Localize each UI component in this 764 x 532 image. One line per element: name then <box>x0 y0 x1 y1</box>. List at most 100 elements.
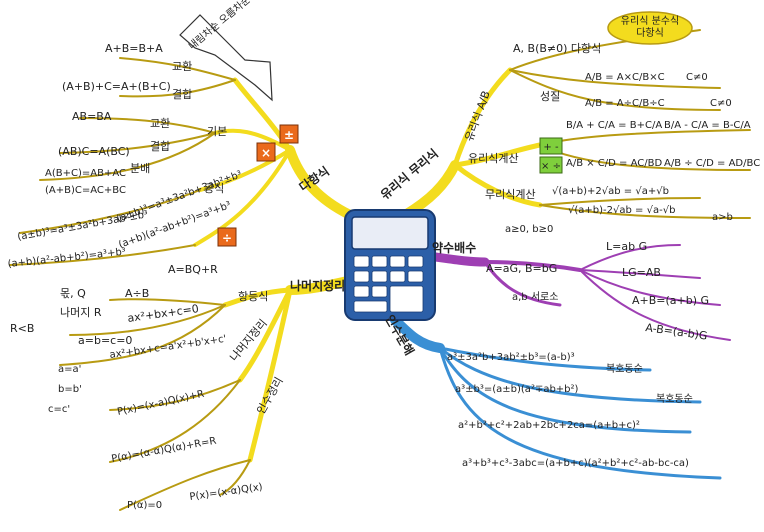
lg-ab-expr: LG=AB <box>622 266 661 279</box>
factor-formula-2-tag: 복호동순 <box>656 393 693 405</box>
sub-label-basic: 기본 <box>207 125 227 138</box>
mult-commutative-label: 교환 <box>150 117 170 130</box>
mul-div-icon <box>539 156 563 174</box>
commutative-expr: A+B=B+A <box>105 42 163 55</box>
branch-line <box>539 129 751 146</box>
sub-label-identity: 항등식 <box>238 290 268 303</box>
associative-expr: (A+B)+C=A+(B+C) <box>62 80 171 93</box>
calculator-icon <box>344 209 436 321</box>
remainder-r-label: 나머지 R <box>60 306 102 319</box>
branch-label-remainder: 나머지정리 <box>290 278 345 293</box>
branch-line <box>452 162 543 208</box>
formula-4: (a+b)(a²-ab+b²)=a³+b³ <box>7 247 126 270</box>
b-eq-label: b=b' <box>58 384 82 395</box>
branch-line <box>69 304 226 336</box>
sub-label-formula: 공식 <box>204 182 224 195</box>
bubble-top-label: 유리식 분수식 <box>621 15 679 27</box>
branch-line <box>222 287 293 308</box>
branch-line <box>198 148 292 192</box>
branch-line <box>438 346 652 372</box>
branch-line <box>59 304 226 366</box>
factor-formula-1-tag: 복호동순 <box>606 363 643 375</box>
property-label: 성질 <box>540 90 560 103</box>
operation-sign-icons: ± × ÷ <box>217 124 563 247</box>
mul-expr: A/B × C/D = AC/BD <box>566 158 662 169</box>
branch-line <box>119 57 236 81</box>
factor-formula-1: a³±3a²b+3ab²±b³=(a-b)³ <box>447 352 575 363</box>
mult-associative-label: 결합 <box>150 140 170 153</box>
calculator-keys <box>353 255 424 313</box>
l-abg-expr: L=ab G <box>606 240 647 253</box>
sub-label-rational-expr: 유리식 A/B <box>463 89 493 143</box>
property-cond-2: C≠0 <box>710 98 732 109</box>
branch-line <box>219 459 251 496</box>
branch-label-divisor: 약수배수 <box>432 240 476 255</box>
branch-line <box>539 204 751 219</box>
order-zigzag-icon <box>179 14 273 102</box>
branch-line <box>59 132 216 154</box>
distributive-label: 분배 <box>130 162 150 175</box>
sub-label-division: A=BQ+R <box>168 263 218 276</box>
mul-div-ops: × ÷ <box>541 161 561 172</box>
factor-expr-2: P(x)=(x-α)Q(x) <box>189 482 264 503</box>
diff-expr: A-B=(a-b)G <box>645 321 709 343</box>
quotient-label: 몫, Q <box>60 287 86 300</box>
sub-label-factor-thm: 인수정리 <box>254 375 286 417</box>
bubble-bottom-label: 다항식 <box>636 27 664 39</box>
branch-line <box>579 269 731 341</box>
a-eq-label: a=a' <box>58 364 81 375</box>
property-cond-1: C≠0 <box>686 72 708 83</box>
branch-line <box>247 287 293 463</box>
branch-line <box>438 346 722 480</box>
branch-line <box>109 298 226 306</box>
distributive-expr1: A(B+C)=AB+AC <box>45 168 126 179</box>
branch-factor-trunk <box>390 315 445 353</box>
coprime-label: a,b 서로소 <box>512 291 558 303</box>
branch-line <box>509 69 721 111</box>
distributive-expr2: (A+B)C=AC+BC <box>45 185 126 196</box>
branch-line <box>119 79 236 98</box>
branch-line <box>509 69 721 89</box>
branch-line <box>483 260 562 307</box>
property-expr-1: A/B = A×C/B×C <box>585 72 665 83</box>
times-icon <box>256 142 276 162</box>
mult-associative-expr: (AB)C=A(BC) <box>58 145 130 158</box>
sub-label-irrational-calc: 무리식계산 <box>485 188 536 201</box>
branch-line <box>119 459 251 511</box>
commutative-label: 교환 <box>172 60 192 73</box>
branch-line <box>237 287 293 383</box>
divide-glyph: ÷ <box>222 231 232 245</box>
poly-def-label: A, B(B≠0) 다항식 <box>513 42 601 55</box>
abc-zero-label: a=b=c=0 <box>78 334 132 347</box>
branch-polynomial-trunk <box>285 145 355 220</box>
property-expr-2: A/B = A÷C/B÷C <box>585 98 665 109</box>
branch-line <box>539 197 701 206</box>
factor-expr-1: P(α)=0 <box>127 500 162 511</box>
branch-line <box>19 189 201 234</box>
sum-expr: A+B=(a+b) G <box>632 294 709 307</box>
branch-line <box>579 269 701 279</box>
div-expr: A/B ÷ C/D = AD/BC <box>664 158 760 169</box>
sub-label-rational-calc: 유리식계산 <box>468 152 519 165</box>
associative-label: 결합 <box>172 88 192 101</box>
add-sub-ops: + - <box>543 142 559 153</box>
r-less-b-label: R<B <box>10 322 34 335</box>
branch-line <box>109 379 241 463</box>
branch-line <box>579 269 721 306</box>
mult-commutative-expr: AB=BA <box>72 110 112 123</box>
division-expr: A÷B <box>125 287 149 300</box>
calculator-screen <box>351 216 429 250</box>
branch-line <box>193 148 292 247</box>
ag-bg-expr: A=aG, B=bG <box>486 262 557 275</box>
branch-line <box>9 244 196 266</box>
sqrt-expr-1: √(a+b)+2√ab = √a+√b <box>552 186 669 197</box>
remainder-expr-1: P(x)=(x-a)Q(x)+R <box>116 389 205 418</box>
quad-zero-expr: ax²+bx+c=0 <box>127 302 200 325</box>
sub-expr: B/A - C/A = B-C/A <box>664 120 751 131</box>
branch-line <box>579 244 681 271</box>
branch-line <box>483 260 582 272</box>
add-sub-icon <box>539 137 563 155</box>
plus-minus-glyph: ± <box>284 128 294 142</box>
sqrt-cond-1: a≥0, b≥0 <box>505 224 553 235</box>
